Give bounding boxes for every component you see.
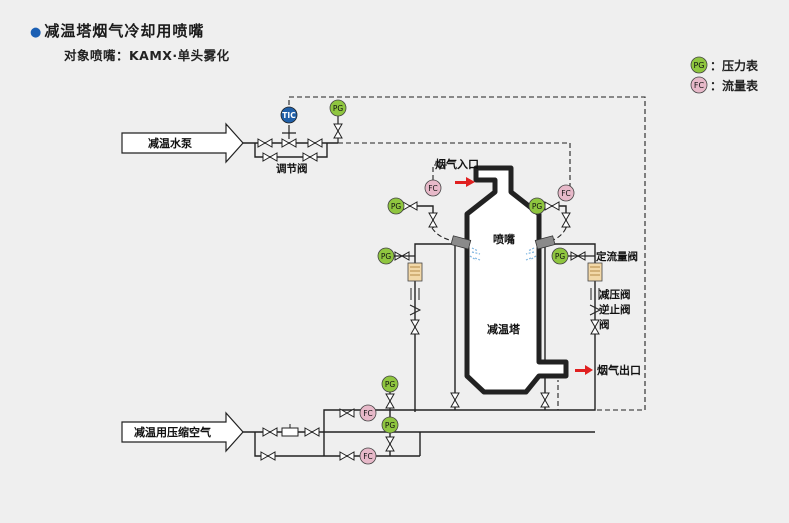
svg-text:FC: FC bbox=[428, 184, 438, 193]
fc-air-lower: FC bbox=[359, 447, 377, 465]
control-valve-label: 调节阀 bbox=[276, 162, 308, 175]
check-valve-right-icon bbox=[589, 304, 602, 316]
valve-label: 阀 bbox=[599, 318, 610, 331]
pressure-reducing-valve-label: 减压阀 bbox=[599, 288, 631, 301]
legend-fc-code: FC bbox=[694, 81, 705, 90]
gas-outlet: 烟气出口 bbox=[575, 363, 641, 377]
water-valve-1 bbox=[257, 138, 273, 148]
svg-text:PG: PG bbox=[381, 252, 392, 261]
legend-fc-label: ：流量表 bbox=[710, 78, 759, 93]
legend-pg-label: ：压力表 bbox=[710, 58, 759, 73]
gas-outlet-label: 烟气出口 bbox=[597, 363, 641, 377]
svg-text:FC: FC bbox=[363, 409, 373, 418]
legend-fc-badge bbox=[690, 76, 708, 94]
svg-text:FC: FC bbox=[561, 189, 571, 198]
air-left-valve bbox=[410, 319, 420, 335]
pg-air-bottom-1: PG bbox=[381, 375, 399, 410]
check-valve-left-icon bbox=[409, 304, 422, 316]
legend-pg-code: PG bbox=[693, 61, 704, 70]
water-left-valve bbox=[428, 212, 438, 228]
pg-air-right-upper: PG bbox=[551, 247, 595, 265]
fc-air-upper: FC bbox=[359, 404, 377, 422]
check-valve-label: 逆止阀 bbox=[599, 303, 631, 316]
bypass-valve-2 bbox=[302, 152, 318, 162]
pg-right-valve bbox=[544, 201, 560, 211]
gas-inlet-label: 烟气入口 bbox=[435, 157, 479, 171]
air-valve-2 bbox=[304, 427, 320, 437]
air-lower-valve bbox=[339, 451, 355, 461]
prv-left-icon bbox=[410, 288, 420, 300]
pg-water-top: PG bbox=[329, 99, 347, 143]
svg-text:PG: PG bbox=[385, 421, 396, 430]
tower-label: 减温塔 bbox=[487, 322, 521, 336]
legend: PG ：压力表 FC ：流量表 bbox=[690, 56, 759, 94]
svg-text:PG: PG bbox=[391, 202, 402, 211]
tic-instrument: TIC bbox=[280, 106, 298, 124]
diagram-subtitle: 对象喷嘴：KAMX·单头雾化 bbox=[64, 48, 230, 63]
nozzle-right bbox=[525, 235, 556, 261]
pg-air-bottom-2: PG bbox=[381, 416, 399, 452]
water-pump-label: 减温水泵 bbox=[148, 136, 192, 150]
pg-water-left: PG bbox=[387, 197, 405, 215]
control-valve-main bbox=[281, 138, 297, 148]
svg-text:PG: PG bbox=[555, 252, 566, 261]
cooling-tower: 喷嘴 减温塔 bbox=[464, 165, 569, 395]
svg-text:PG: PG bbox=[333, 104, 344, 113]
title-text: 减温塔烟气冷却用喷嘴 bbox=[44, 22, 205, 40]
fc-water-right: FC bbox=[557, 184, 575, 202]
nozzle-left bbox=[450, 235, 481, 261]
prv-right-icon bbox=[590, 288, 600, 300]
svg-text:PG: PG bbox=[532, 202, 543, 211]
drain-right-valve bbox=[540, 392, 550, 408]
gas-inlet-arrow-icon bbox=[455, 177, 475, 187]
bullet-icon: ● bbox=[30, 25, 43, 40]
svg-text:PG: PG bbox=[385, 380, 396, 389]
air-bypass-valve bbox=[260, 451, 276, 461]
air-right-valve bbox=[590, 319, 600, 335]
nozzle-label: 喷嘴 bbox=[493, 232, 515, 246]
pg-left-valve bbox=[402, 201, 418, 211]
svg-text:FC: FC bbox=[363, 452, 373, 461]
pg-air-left-upper: PG bbox=[377, 247, 415, 265]
legend-pg-badge bbox=[690, 56, 708, 74]
tic-code: TIC bbox=[282, 111, 296, 120]
flow-valve-right bbox=[587, 262, 603, 282]
bypass-valve-1 bbox=[262, 152, 278, 162]
control-valve-actuator bbox=[282, 125, 296, 139]
drain-left-valve bbox=[450, 392, 460, 408]
water-pump-arrow: 减温水泵 bbox=[121, 122, 244, 164]
compressed-air-label: 减温用压缩空气 bbox=[134, 425, 211, 439]
air-regulator bbox=[281, 424, 299, 437]
pg-water-right: PG bbox=[528, 197, 546, 215]
water-right-valve bbox=[561, 212, 571, 228]
gas-inlet: 烟气入口 bbox=[435, 157, 479, 187]
flow-valve-left bbox=[407, 262, 423, 282]
constant-flow-valve-label: 定流量阀 bbox=[595, 250, 638, 263]
air-valve-1 bbox=[262, 427, 278, 437]
water-valve-2 bbox=[307, 138, 323, 148]
diagram-title: ●减温塔烟气冷却用喷嘴 bbox=[30, 20, 204, 41]
gas-outlet-arrow-icon bbox=[575, 365, 593, 375]
compressed-air-arrow: 减温用压缩空气 bbox=[121, 411, 244, 453]
fc-water-left: FC bbox=[424, 179, 442, 197]
